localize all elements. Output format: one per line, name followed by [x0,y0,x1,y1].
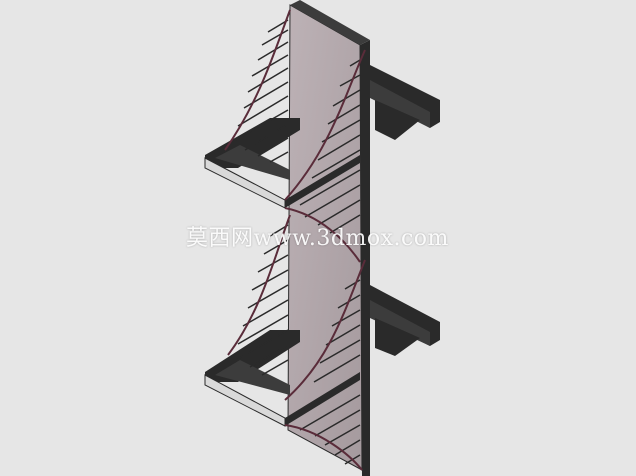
center-post [360,40,370,476]
top-cap [290,0,370,45]
upper-flight-treads [231,19,289,163]
lower-landing [204,330,360,427]
upper-flight-right-treads [299,59,361,234]
handrails [224,9,366,471]
lower-right-bracket [370,285,440,356]
upper-right-bracket [370,65,440,140]
lower-flight-treads [299,279,361,465]
